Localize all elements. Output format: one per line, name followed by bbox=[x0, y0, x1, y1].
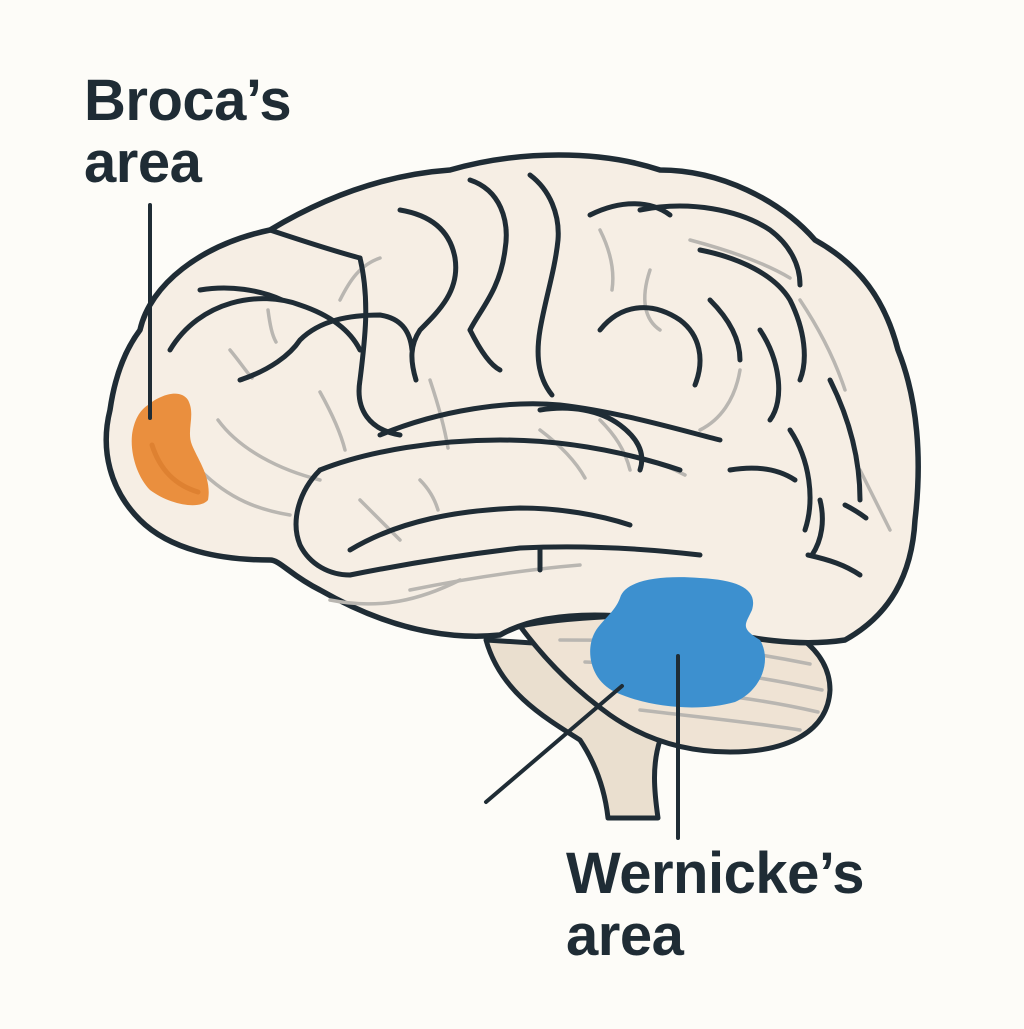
broca-area-highlight bbox=[131, 393, 209, 506]
cerebrum bbox=[103, 152, 921, 646]
wernicke-area-highlight bbox=[590, 577, 766, 708]
wernicke-label-line-2: area bbox=[566, 903, 684, 968]
broca-area-shading bbox=[149, 442, 201, 495]
broca-label-line-2: area bbox=[84, 130, 202, 195]
stem-pointer-line bbox=[484, 684, 624, 804]
wernicke-area-label: Wernicke’s area bbox=[566, 841, 865, 968]
broca-area-label: Broca’s area bbox=[84, 68, 292, 195]
primary-sulci bbox=[167, 172, 869, 578]
broca-label-line-1: Broca’s bbox=[84, 68, 292, 133]
secondary-sulci bbox=[198, 228, 892, 606]
wernicke-label-line-1: Wernicke’s bbox=[566, 841, 865, 906]
